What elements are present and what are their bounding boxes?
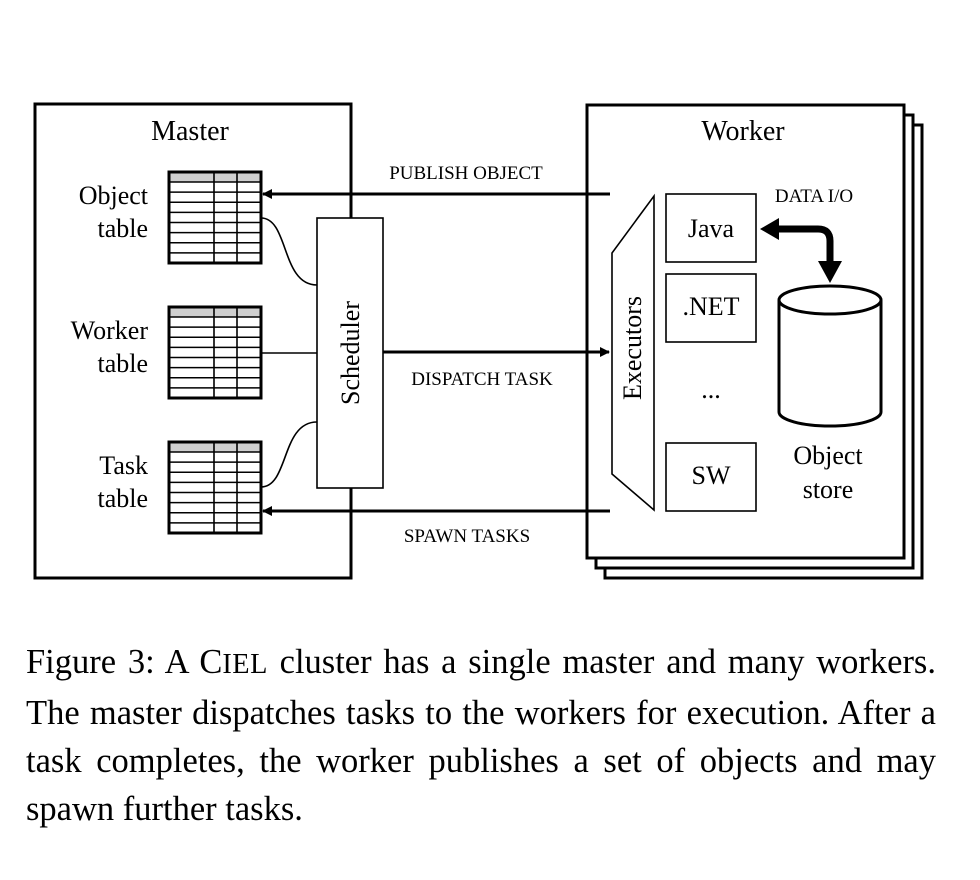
table-header-band: [169, 442, 261, 452]
object-table-connector: [260, 217, 318, 286]
caption-text: cluster has a single master and many wor…: [26, 643, 936, 828]
data-io-arrowhead-down: [818, 261, 842, 283]
object-store-label-line1: Object: [793, 441, 863, 470]
publish-object-label: PUBLISH OBJECT: [389, 163, 543, 184]
worker-table-label-line1: Worker: [71, 316, 149, 345]
figure-caption: Figure 3: A CIEL cluster has a single ma…: [26, 638, 936, 833]
dotnet-executor-label: .NET: [682, 292, 739, 321]
java-executor-box: [665, 193, 757, 263]
java-executor-label: Java: [688, 214, 735, 243]
object-store-body: [777, 300, 883, 428]
master-box: [33, 102, 353, 580]
dispatch-task-label: DISPATCH TASK: [411, 369, 553, 390]
object-table-grid: [167, 170, 263, 265]
spawn-tasks-label: SPAWN TASKS: [404, 526, 530, 547]
sw-executor-label: SW: [692, 461, 731, 490]
scheduler-label: Scheduler: [336, 301, 365, 405]
caption-prefix: Figure 3: A: [26, 643, 200, 681]
task-table-connector: [260, 421, 318, 488]
object-store-top: [777, 284, 883, 316]
caption-system-name-initial: C: [199, 643, 223, 681]
caption-system-name-rest: IEL: [222, 649, 268, 680]
data-io-arrowhead-left: [760, 218, 779, 240]
ciel-cluster-diagram: Master Object table Worker table Task ta…: [33, 102, 924, 580]
worker-title: Worker: [701, 116, 785, 147]
object-table-label-line2: table: [97, 214, 148, 243]
sw-executor-box: [665, 442, 757, 512]
task-table-grid: [167, 440, 263, 535]
data-io-label: DATA I/O: [775, 186, 853, 207]
table-header-band: [169, 307, 261, 317]
dotnet-executor-box: [665, 273, 757, 343]
table-header-band: [169, 172, 261, 182]
task-table-label-line1: Task: [99, 451, 148, 480]
executors-label: Executors: [618, 296, 647, 400]
data-io-arrow-line: [775, 225, 834, 262]
object-table-label-line1: Object: [79, 181, 149, 210]
more-executors-ellipsis: ...: [701, 375, 721, 404]
executors-shape: [611, 193, 655, 512]
master-title: Master: [151, 116, 229, 147]
worker-table-label-line2: table: [97, 349, 148, 378]
object-store-label-line2: store: [803, 475, 854, 504]
task-table-label-line2: table: [97, 484, 148, 513]
